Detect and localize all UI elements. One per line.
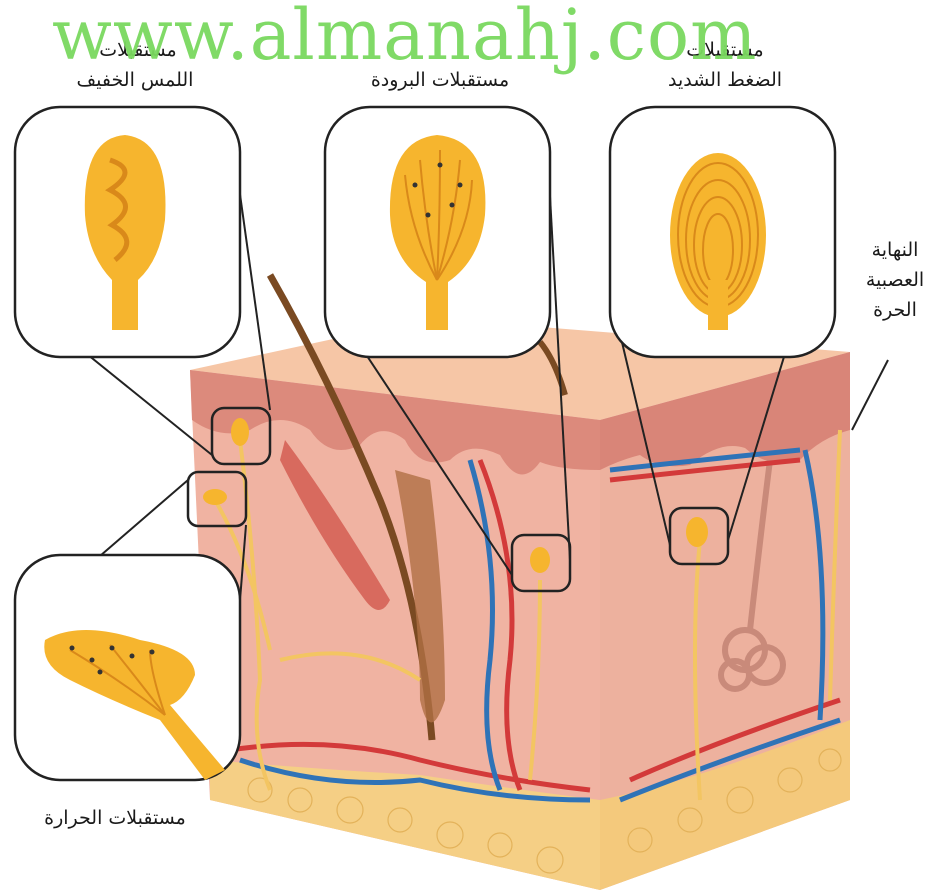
heat-receptor-small — [203, 489, 227, 505]
free-nerve-label-line2: العصبية — [850, 268, 940, 292]
watermark: www.almanahj.com — [52, 0, 758, 76]
light-touch-callout — [15, 107, 240, 357]
light-touch-receptor-small — [231, 418, 249, 446]
cold-receptor-small — [530, 547, 550, 573]
skin-block — [190, 275, 850, 890]
pressure-callout — [610, 107, 835, 357]
free-nerve-label-line1: النهاية — [850, 238, 940, 262]
heat-label: مستقبلات الحرارة — [10, 806, 220, 830]
heat-callout — [15, 555, 240, 780]
free-nerve-label-line3: الحرة — [850, 298, 940, 322]
pressure-receptor-small — [686, 517, 708, 547]
cold-callout — [325, 107, 550, 357]
